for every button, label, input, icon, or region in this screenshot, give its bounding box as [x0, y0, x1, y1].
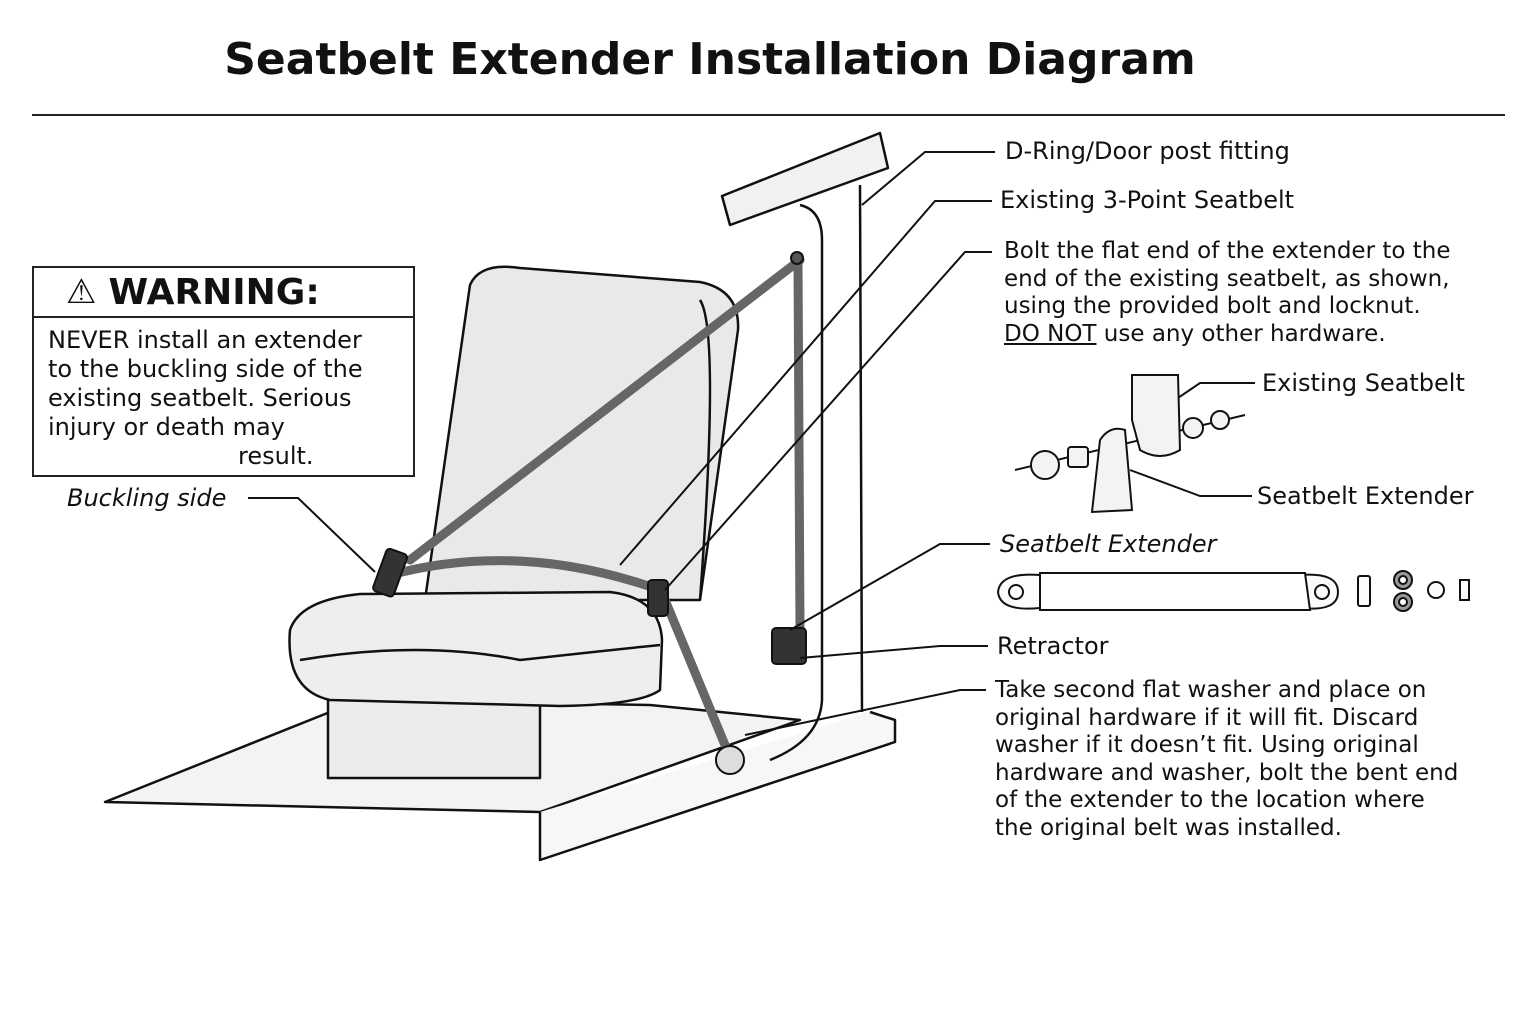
- instruction-line: DO NOT use any other hardware.: [1004, 321, 1450, 349]
- hardware-exploded-view: [1014, 374, 1246, 514]
- existing-seatbelt-plate: [1131, 374, 1182, 457]
- instruction-line: the original belt was installed.: [995, 814, 1342, 841]
- small-washer-part: [1427, 581, 1445, 599]
- buckling-side-label: Buckling side: [67, 484, 227, 512]
- bolt-instructions: Bolt the flat end of the extender to the…: [1004, 238, 1450, 348]
- door-post: [769, 184, 864, 762]
- warning-box: ⚠ WARNING: NEVER install an extender to …: [32, 266, 415, 477]
- washer-instructions: Take second flat washer and place on ori…: [995, 677, 1458, 842]
- washer: [1182, 417, 1204, 439]
- warning-line: existing seatbelt. Serious: [48, 384, 352, 412]
- seat-base: [326, 690, 542, 780]
- retractor: [771, 627, 807, 665]
- warning-line: result.: [238, 442, 314, 470]
- instruction-line: end of the existing seatbelt, as shown,: [1004, 265, 1450, 292]
- nut-part: [1459, 579, 1470, 601]
- warning-header: ⚠ WARNING:: [34, 268, 413, 318]
- latch-plate: [647, 579, 669, 617]
- page-title: Seatbelt Extender Installation Diagram: [224, 34, 1196, 85]
- floor-rail: [538, 710, 897, 862]
- bolt: [1030, 450, 1060, 480]
- seat-cushion: [288, 590, 664, 708]
- bolt-part: [1357, 575, 1371, 607]
- warning-text: NEVER install an extender to the bucklin…: [34, 318, 413, 471]
- leader-lines: [248, 151, 1255, 736]
- do-not-emphasis: DO NOT: [1004, 320, 1097, 347]
- instruction-tail: use any other hardware.: [1096, 320, 1386, 347]
- instruction-line: of the extender to the location where: [995, 787, 1425, 813]
- instruction-line: using the provided bolt and locknut.: [1004, 293, 1421, 319]
- seatbelt-extender-strap: [996, 570, 1470, 612]
- extender-plate: [1090, 427, 1134, 514]
- extender-title-label: Seatbelt Extender: [1000, 530, 1217, 558]
- instruction-line: Bolt the flat end of the extender to the: [1004, 238, 1451, 264]
- retractor-label: Retractor: [997, 632, 1109, 660]
- d-ring: [790, 251, 804, 265]
- instruction-line: washer if it doesn’t fit. Using original: [995, 732, 1419, 758]
- sleeve: [1067, 446, 1089, 468]
- warning-line: to the buckling side of the: [48, 355, 363, 383]
- warning-heading: WARNING:: [108, 271, 320, 313]
- locknut: [1210, 410, 1230, 430]
- extender-detail-label: Seatbelt Extender: [1257, 482, 1474, 510]
- floor-anchor: [715, 745, 745, 775]
- instruction-line: hardware and washer, bolt the bent end: [995, 759, 1459, 786]
- seatbelt-webbing: [385, 255, 805, 750]
- instruction-line: original hardware if it will fit. Discar…: [995, 704, 1419, 731]
- buckle: [372, 547, 408, 598]
- existing-seatbelt-label: Existing Seatbelt: [1262, 369, 1465, 397]
- existing-3pt-label: Existing 3-Point Seatbelt: [1000, 186, 1295, 214]
- warning-triangle-icon: ⚠: [66, 272, 97, 312]
- d-ring-label: D-Ring/Door post fitting: [1005, 137, 1290, 165]
- warning-line: NEVER install an extender: [48, 326, 362, 354]
- warning-line: injury or death may: [48, 413, 285, 441]
- title-divider: [32, 114, 1505, 116]
- door-post-top: [720, 131, 890, 227]
- instruction-line: Take second flat washer and place on: [995, 677, 1427, 703]
